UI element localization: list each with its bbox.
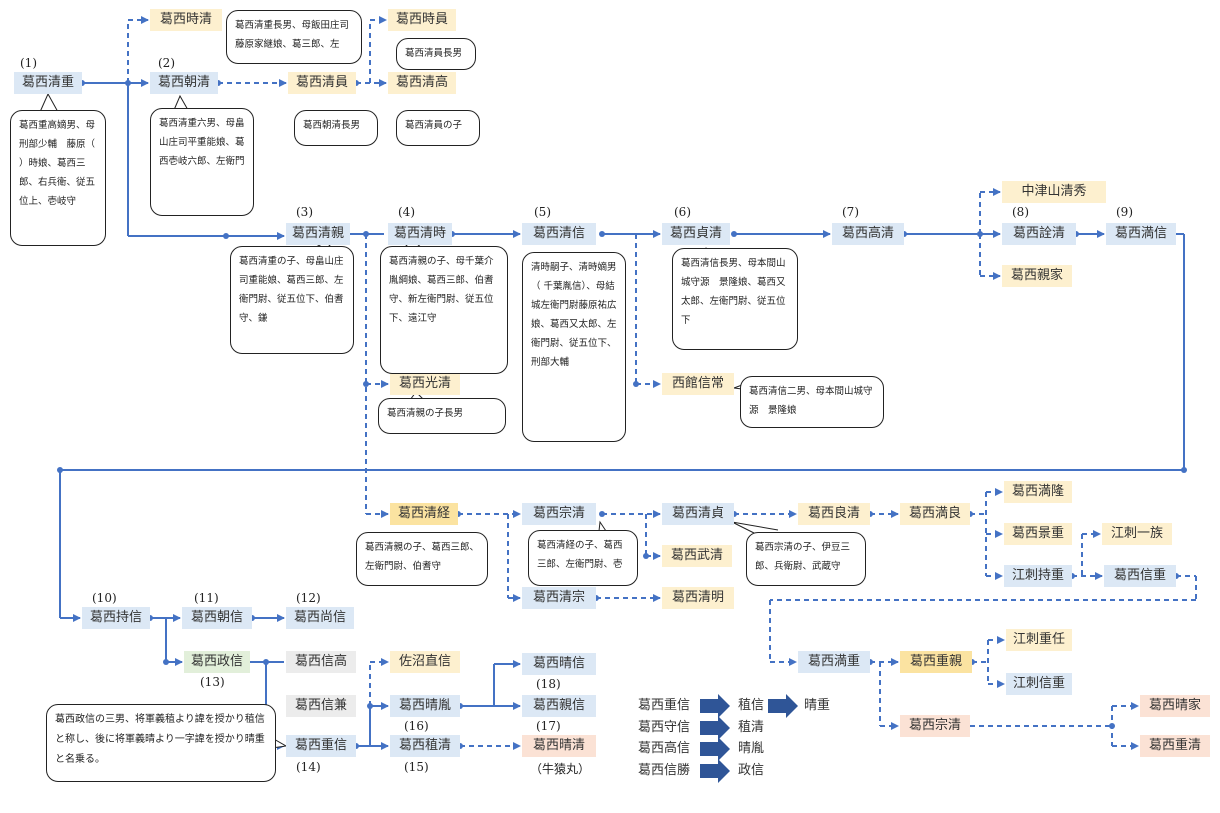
legend-name: 稙清 <box>738 720 765 735</box>
node-esashi-ichizoku: 江刺一族 <box>1102 523 1172 545</box>
note-kiyosada: 葛西宗清の子、伊豆三郎、兵衛尉、武蔵守 <box>746 532 866 586</box>
legend-name: 葛西高信 <box>638 741 691 756</box>
gen-number: (3) <box>296 205 313 219</box>
note-kiyoshige: 葛西重高嫡男、母刑部少輔 藤原（ ）時娘、葛西三郎、右兵衛、従五位上、壱岐守 <box>10 110 106 246</box>
node-tanekiyo: 葛西稙清 <box>390 735 460 757</box>
node-munekiyo2: 葛西宗清 <box>900 715 970 737</box>
node-kiyokazu: 葛西清員 <box>288 72 356 94</box>
node-harutane: 葛西晴胤 <box>390 695 460 717</box>
gen-number: (18) <box>536 677 561 691</box>
node-nobukane: 葛西信兼 <box>286 695 356 717</box>
node-mochinobu: 葛西持信 <box>82 607 150 629</box>
legend-name: 葛西信勝 <box>638 763 691 778</box>
node-tokikiyo: 葛西時清 <box>150 9 222 31</box>
node-mitsunobu: 葛西満信 <box>1106 223 1176 245</box>
note-nishidate: 葛西清信二男、母本間山城守源 景隆娘 <box>740 376 884 428</box>
node-mitsushige: 葛西満重 <box>798 651 870 673</box>
note-kiyotsune: 葛西清親の子、葛西三郎、左衛門尉、伯耆守 <box>356 532 488 586</box>
node-masanobu: 葛西政信 <box>184 651 250 673</box>
node-kageshige: 葛西景重 <box>1004 523 1072 545</box>
node-shigechika: 葛西重親 <box>900 651 972 673</box>
legend-name: 晴重 <box>804 698 831 713</box>
note-tomokiyo: 葛西清重六男、母畠山庄司平重能娘、葛西壱岐六郎、左衛門 <box>150 108 254 216</box>
note-kiyonobu: 清時嗣子、清時嫡男（ 千葉胤信）、母結城左衛門尉藤原祐広娘、葛西又太郎、左衛門尉… <box>522 252 626 442</box>
gen-number: (9) <box>1116 205 1133 219</box>
node-yoshikiyo: 葛西良清 <box>798 503 870 525</box>
note-kiyotaka: 葛西清員の子 <box>396 110 480 146</box>
node-munekiyo: 葛西宗清 <box>522 503 596 525</box>
gen-number: (13) <box>200 675 225 689</box>
gen-number: (4) <box>398 205 415 219</box>
node-akikiyo: 葛西詮清 <box>1002 223 1076 245</box>
legend-name: 葛西重信 <box>638 698 691 713</box>
gen-number: (8) <box>1012 205 1029 219</box>
gen-number: (15) <box>404 760 429 774</box>
node-kiyotaka: 葛西清高 <box>388 72 456 94</box>
node-shigenobu: 葛西重信 <box>286 735 356 757</box>
note-masanobu: 葛西政信の三男、将軍義稙より諱を授かり稙信と称し、後に将軍義晴より一字諱を授かり… <box>46 704 276 782</box>
gen-number: (17) <box>536 719 561 733</box>
legend-name: 稙信 <box>738 698 765 713</box>
node-chikaie: 葛西親家 <box>1002 265 1072 287</box>
node-shigekiyo: 葛西重清 <box>1140 735 1210 757</box>
node-harukiyo: 葛西晴清 <box>522 735 596 757</box>
node-nakatsuyama: 中津山清秀 <box>1002 181 1106 203</box>
node-kiyotoki: 葛西清時 <box>388 223 452 245</box>
gen-number: (1) <box>20 56 37 70</box>
node-esashi-mochishige: 江刺持重 <box>1004 565 1072 587</box>
legend-name: 政信 <box>738 763 765 778</box>
node-hisanobu: 葛西尚信 <box>286 607 354 629</box>
node-kiyochika: 葛西清親 <box>286 223 350 245</box>
node-kiyotsune: 葛西清経 <box>390 503 458 525</box>
node-kiyomune: 葛西清宗 <box>522 587 596 609</box>
gen-number: (14) <box>296 760 321 774</box>
node-mitsukiyo: 葛西光清 <box>390 373 460 395</box>
node-chikanobu: 葛西親信 <box>522 695 596 717</box>
node-esashi-nobushige: 江刺信重 <box>1006 673 1072 695</box>
note-kiyotoki: 葛西清親の子、母千葉介胤綱娘、葛西三郎、伯耆守、新左衛門尉、従五位下、遠江守 <box>380 246 508 374</box>
gen-number: (10) <box>92 591 117 605</box>
node-mitsutaka: 葛西満隆 <box>1004 481 1072 503</box>
node-kiyoshige: 葛西清重 <box>14 72 82 94</box>
node-sadakiyo: 葛西貞清 <box>662 223 730 245</box>
node-kiyosada: 葛西清貞 <box>662 503 734 525</box>
gen-number: (5) <box>534 205 551 219</box>
node-kiyonobu: 葛西清信 <box>522 223 596 245</box>
note-munekiyo: 葛西清経の子、葛西三郎、左衛門尉、壱 <box>528 530 638 586</box>
gen-number: (6) <box>674 205 691 219</box>
gen-number: (16) <box>404 719 429 733</box>
note-sadakiyo: 葛西清信長男、母本間山城守源 景隆娘、葛西又太郎、左衛門尉、従五位下 <box>672 248 798 350</box>
gen-number: (7) <box>842 205 859 219</box>
node-kiyoaki: 葛西清明 <box>662 587 734 609</box>
node-nobutaka: 葛西信高 <box>286 651 356 673</box>
gen-number: (2) <box>158 56 175 70</box>
node-sanuma: 佐沼直信 <box>390 651 460 673</box>
node-tomonobu: 葛西朝信 <box>182 607 252 629</box>
node-nobushige-r: 葛西信重 <box>1104 565 1176 587</box>
gen-number: (12) <box>296 591 321 605</box>
legend-name: 葛西守信 <box>638 720 691 735</box>
node-haruie: 葛西晴家 <box>1140 695 1210 717</box>
note-tokikazu: 葛西清員長男 <box>396 38 476 70</box>
node-mitsuyoshi: 葛西満良 <box>900 503 970 525</box>
node-nishidate: 西館信常 <box>662 373 734 395</box>
note-kiyochika: 葛西清重の子、母畠山庄司重能娘、葛西三郎、左衛門尉、従五位下、伯耆守、鎌 <box>230 246 354 354</box>
gen-number: (11) <box>194 591 219 605</box>
legend-name: 晴胤 <box>738 741 765 756</box>
note-mitsukiyo: 葛西清親の子長男 <box>378 398 506 434</box>
note-tokikiyo: 葛西清重長男、母飯田庄司藤原家継娘、葛三郎、左 <box>226 10 362 64</box>
node-tokikazu: 葛西時員 <box>388 9 456 31</box>
childhood-name: （牛猿丸） <box>530 762 591 776</box>
note-kiyokazu: 葛西朝清長男 <box>294 110 378 146</box>
node-esashi-shigetou: 江刺重任 <box>1006 629 1072 651</box>
node-takakiyo2: 葛西高清 <box>832 223 904 245</box>
node-takekiyo: 葛西武清 <box>662 545 732 567</box>
node-tomokiyo: 葛西朝清 <box>150 72 218 94</box>
node-harunobu: 葛西晴信 <box>522 653 596 675</box>
